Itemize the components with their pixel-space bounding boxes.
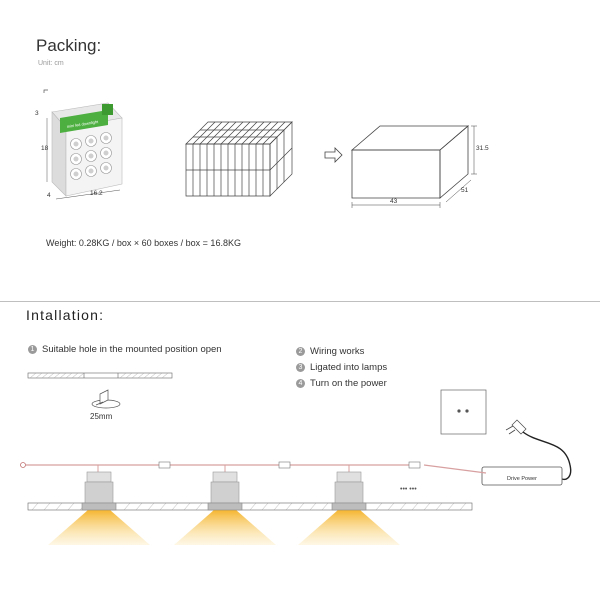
packing-title: Packing:: [36, 36, 102, 55]
box-width-dimension: 16.2: [90, 190, 103, 197]
weight-spec: Weight: 0.28KG / box × 60 boxes / box = …: [46, 238, 241, 248]
step-text: Suitable hole in the mounted position op…: [42, 344, 222, 355]
product-box-illustration: mini led downlight: [43, 89, 123, 200]
box-depth-bottom-dimension: 4: [47, 192, 51, 199]
light-beams: [48, 510, 400, 545]
carton-length-dimension: 43: [390, 198, 398, 205]
install-step-3: 3 Ligated into lamps: [296, 362, 387, 373]
step-text: Ligated into lamps: [310, 362, 388, 373]
wiring-line: [20, 461, 487, 474]
step-text: Wiring works: [310, 346, 365, 357]
carton-height-dimension: 31.5: [476, 145, 489, 152]
continuation-dots: ••• •••: [400, 486, 417, 493]
wall-socket-icon: [440, 389, 487, 435]
section-divider: [0, 301, 600, 302]
drive-power-box: [481, 466, 563, 486]
step-number-badge: 4: [296, 379, 305, 388]
downlight-1: [81, 471, 117, 511]
step-number-badge: 1: [28, 345, 37, 354]
power-plug-icon: [505, 419, 572, 481]
installation-title: Intallation:: [26, 307, 105, 323]
install-step-4: 4 Turn on the power: [296, 378, 387, 389]
step-number-badge: 2: [296, 347, 305, 356]
downlight-2: [207, 471, 243, 511]
box-depth-dimension: 3: [35, 110, 39, 117]
box-height-dimension: 18: [41, 145, 49, 152]
product-box-label: mini led downlight: [66, 119, 99, 129]
carton-box-illustration: [350, 125, 477, 208]
ceiling-hole-drawing: [27, 372, 173, 409]
stacked-boxes-illustration: [185, 121, 293, 197]
arrow-right-icon: [324, 147, 343, 163]
downlight-3: [331, 471, 367, 511]
carton-width-dimension: 51: [461, 187, 469, 194]
install-step-2: 2 Wiring works: [296, 346, 364, 357]
drive-power-label: Drive Power: [507, 476, 537, 482]
ceiling-board: [27, 502, 473, 511]
hole-size-label: 25mm: [90, 412, 113, 421]
install-step-1: 1 Suitable hole in the mounted position …: [28, 344, 222, 355]
packing-unit-note: Unit: cm: [38, 60, 64, 67]
step-text: Turn on the power: [310, 378, 387, 389]
step-number-badge: 3: [296, 363, 305, 372]
